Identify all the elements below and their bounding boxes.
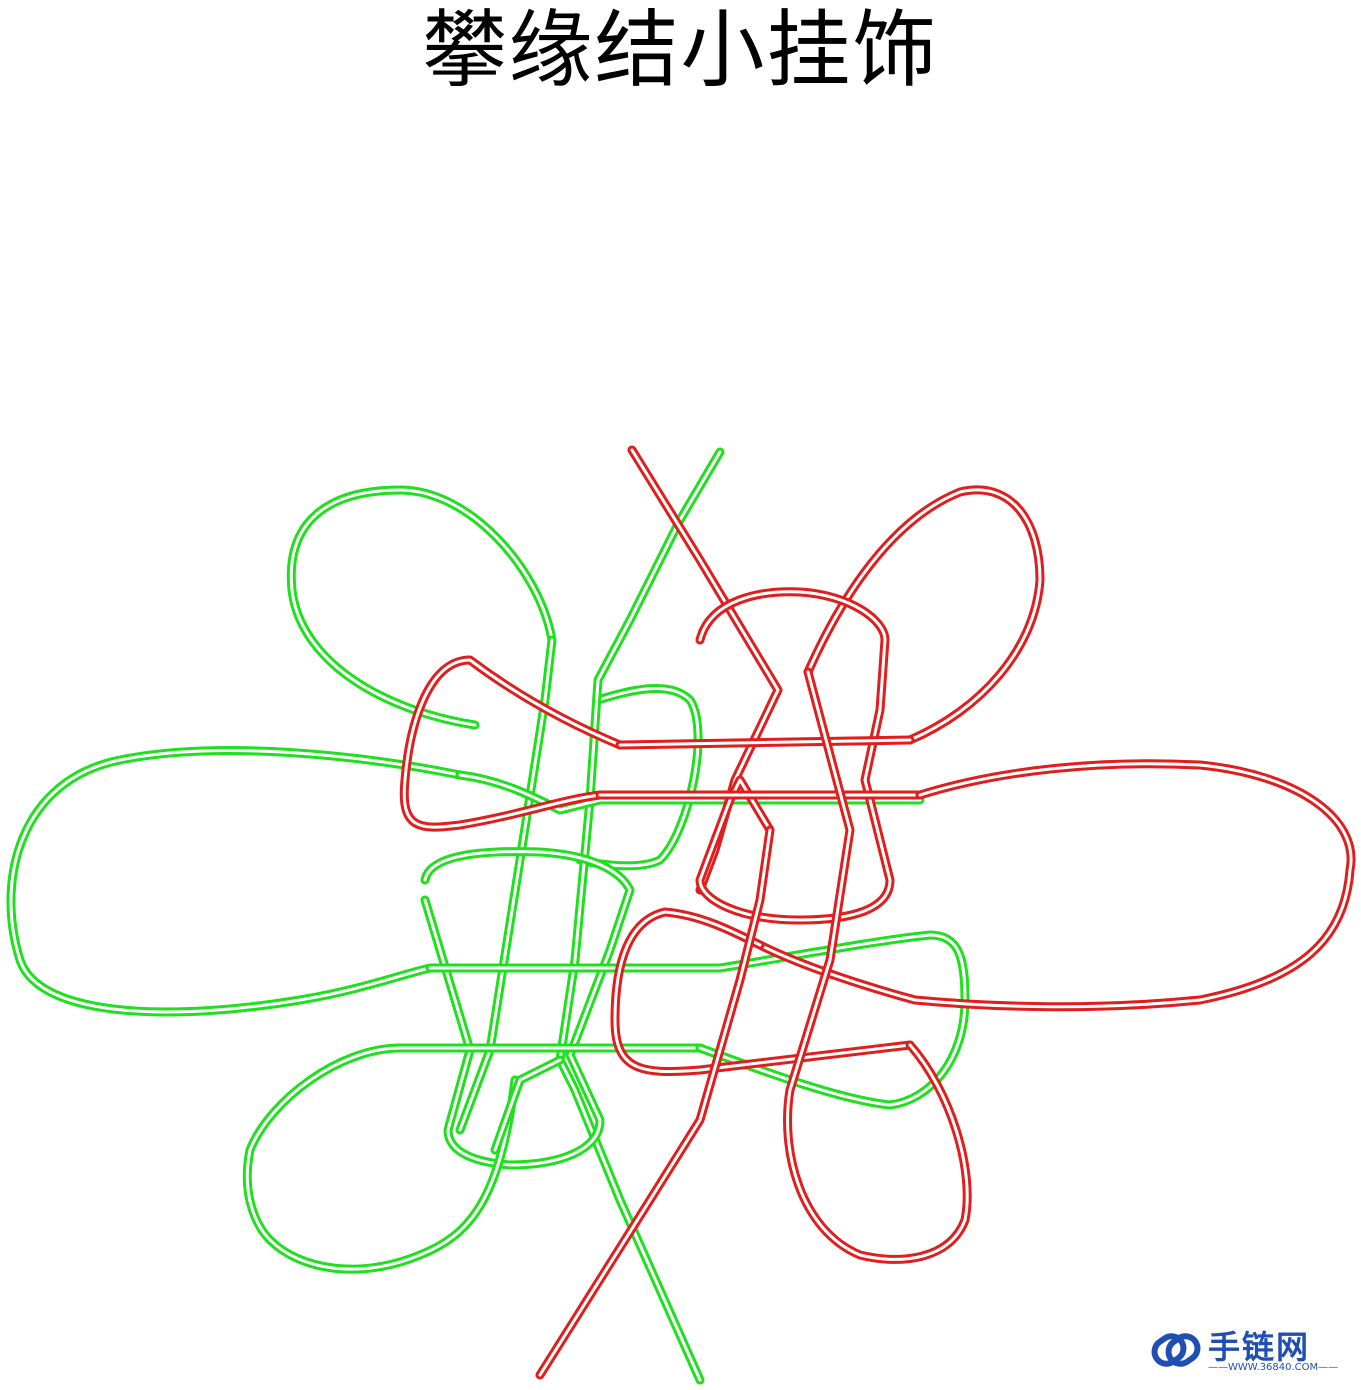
red-main-strand-top-outline	[627, 445, 783, 895]
watermark-name: 手链网	[1208, 1328, 1311, 1366]
green-main-strand-top-core	[558, 450, 722, 1382]
green-cross-1-core	[458, 773, 922, 812]
green-upper-left-loop-core	[289, 488, 554, 727]
red-cross-1-core	[618, 738, 912, 747]
red-main-strand-down-core	[538, 828, 772, 1377]
green-center-lower-loop-core	[423, 850, 632, 1167]
green-cord	[6, 447, 970, 1385]
red-upper-center-loop-outline	[695, 587, 895, 925]
green-lower-right-loop-core	[428, 933, 967, 1107]
watermark-logo-icon	[1151, 1333, 1201, 1367]
green-lower-right-loop-outline	[425, 930, 970, 1110]
page-title: 攀缘结小挂饰	[422, 1, 939, 99]
red-upper-center-loop-core	[698, 590, 892, 922]
red-cord	[399, 445, 1356, 1380]
red-upper-right-loop-core	[806, 488, 1042, 742]
red-main-strand-top-core	[630, 448, 780, 892]
green-upper-left-strand-core	[458, 638, 554, 1132]
watermark-url: ——WWW.36840.COM——	[1208, 1362, 1339, 1373]
red-upper-left-loop-core	[402, 658, 622, 829]
green-upper-left-strand-outline	[455, 635, 557, 1135]
green-left-loop-core	[9, 749, 462, 1014]
red-lower-center-loop-core	[613, 910, 912, 1074]
green-exit-lower-core	[493, 1058, 562, 1152]
red-upper-right-loop-outline	[803, 485, 1045, 745]
watermark: 手链网 ——WWW.36840.COM——	[1150, 1322, 1350, 1386]
red-right-loop-core	[758, 762, 1353, 1009]
red-lower-right-loop-core	[786, 670, 969, 1261]
green-lower-left-loop-core	[245, 1046, 702, 1271]
green-left-loop-outline	[6, 746, 465, 1017]
green-upper-center-loop-core	[578, 687, 700, 868]
